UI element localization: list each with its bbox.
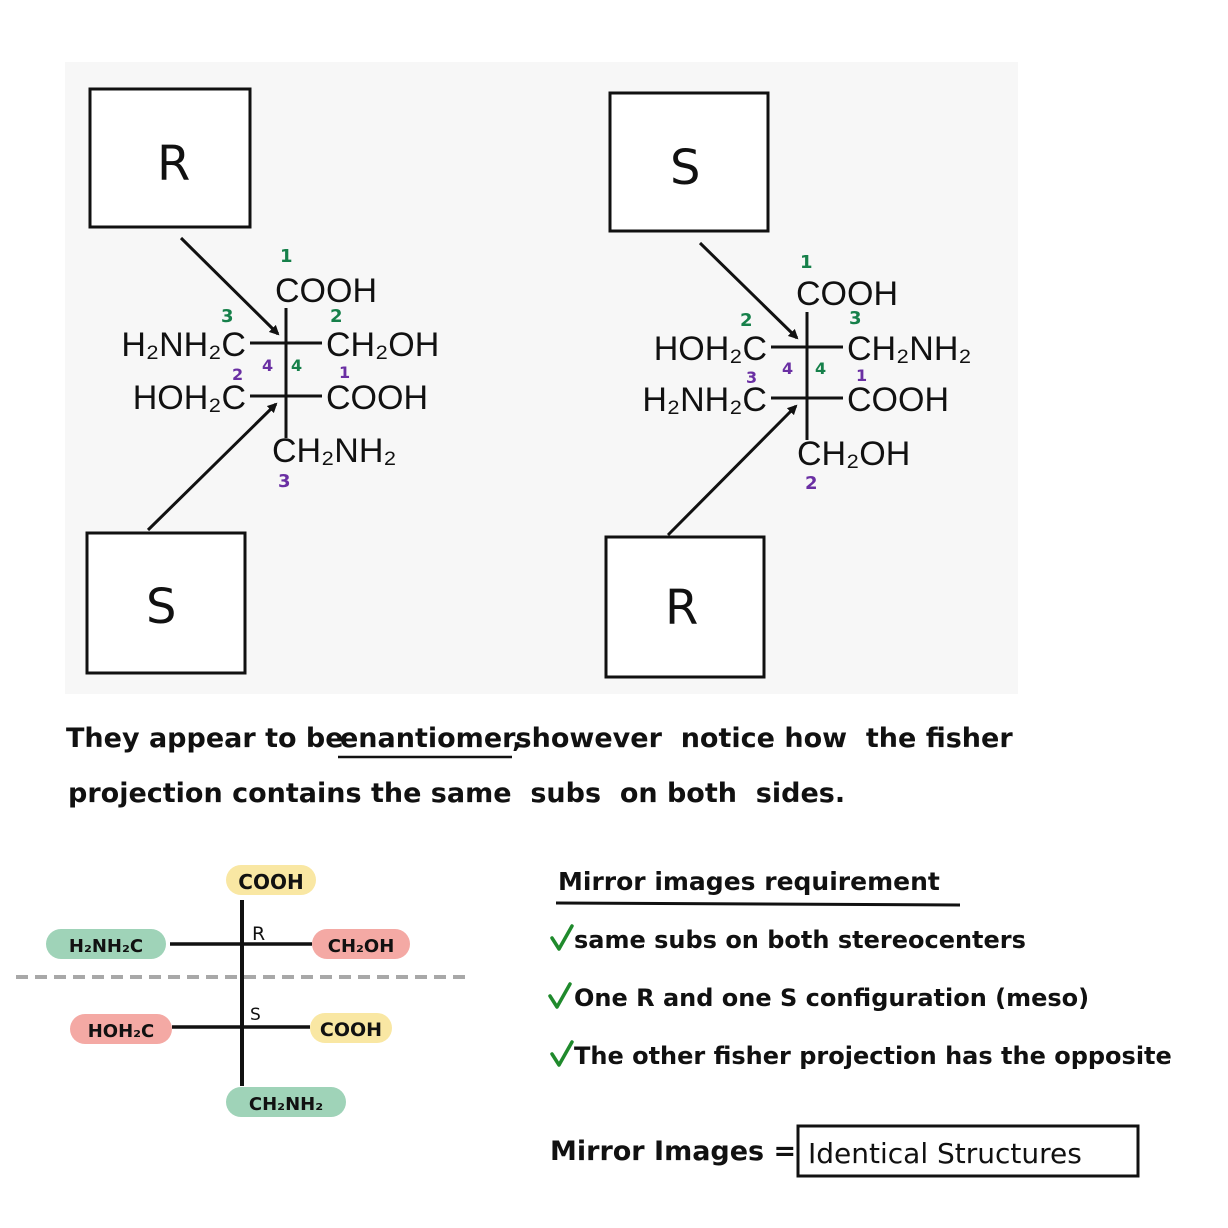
left-fischer-projection: R S COOH H₂NH₂C CH₂OH HOH₂C COOH CH₂NH₂ … xyxy=(85,87,439,675)
right-upper-left-group: HOH₂C xyxy=(654,330,767,368)
left-priority-upper-left: 3 xyxy=(221,306,234,327)
explanation-emphasis: enantiomers xyxy=(340,723,532,754)
right-priority-center-upper-left: 4 xyxy=(782,359,793,378)
left-priority-center-upper-left: 4 xyxy=(262,356,273,375)
right-top-group: COOH xyxy=(796,275,898,313)
right-priority-center-upper-right: 4 xyxy=(815,359,826,378)
requirement-text-3: The other fisher projection has the oppo… xyxy=(574,1042,1172,1070)
explanation-line1-end: , however notice how the fisher xyxy=(512,723,1013,754)
left-bottom-config-label: S xyxy=(146,579,176,635)
top-figure: R S COOH H₂NH₂C CH₂OH HOH₂C COOH CH₂NH₂ … xyxy=(65,62,1018,694)
left-priority-upper-right: 2 xyxy=(330,306,343,327)
meso-lower-left-group: HOH₂C xyxy=(88,1021,155,1042)
check-mark-icon xyxy=(550,1040,574,1067)
meso-top-group: COOH xyxy=(238,870,303,894)
right-lower-left-group: H₂NH₂C xyxy=(642,381,767,419)
requirement-text-1: same subs on both stereocenters xyxy=(574,926,1026,954)
upper-right-highlight xyxy=(312,929,410,959)
left-bottom-config-box xyxy=(85,531,247,675)
meso-upper-left-group: H₂NH₂C xyxy=(69,936,143,957)
left-priority-lower-right: 1 xyxy=(339,363,350,382)
right-priority-bottom: 2 xyxy=(805,473,818,494)
requirements-title-underline xyxy=(555,901,961,907)
left-lower-left-group: HOH₂C xyxy=(133,379,246,417)
top-group-highlight xyxy=(226,865,316,895)
right-bottom-config-label: R xyxy=(665,580,698,636)
meso-upper-right-group: CH₂OH xyxy=(328,936,395,957)
right-bottom-config-box xyxy=(604,535,766,679)
right-top-arrow xyxy=(698,241,799,340)
meso-lower-config: S xyxy=(250,1005,261,1025)
left-top-arrow xyxy=(179,236,280,336)
right-upper-right-group: CH₂NH₂ xyxy=(847,330,972,368)
left-top-group: COOH xyxy=(275,272,377,310)
right-bottom-arrow xyxy=(666,404,798,537)
bottom-group-highlight xyxy=(226,1087,346,1117)
requirement-text-2: One R and one S configuration (meso) xyxy=(574,984,1089,1012)
right-priority-top: 1 xyxy=(800,252,813,273)
requirement-item: One R and one S configuration (meso) xyxy=(548,982,1089,1012)
right-top-config-box xyxy=(608,91,770,233)
conclusion-box xyxy=(796,1124,1140,1178)
conclusion-left: Mirror Images = xyxy=(550,1136,796,1167)
explanation-line1-start: They appear to be xyxy=(66,723,344,754)
left-priority-bottom: 3 xyxy=(278,471,291,492)
left-upper-left-group: H₂NH₂C xyxy=(121,326,246,364)
right-priority-lower-left: 3 xyxy=(746,368,757,387)
left-top-config-label: R xyxy=(157,136,190,192)
left-bottom-arrow xyxy=(146,402,278,532)
meso-upper-config: R xyxy=(252,923,265,945)
left-top-config-box xyxy=(88,87,252,229)
left-priority-lower-left: 2 xyxy=(232,365,243,384)
right-priority-upper-left: 2 xyxy=(740,310,753,331)
right-top-config-label: S xyxy=(670,140,700,196)
requirement-item: same subs on both stereocenters xyxy=(550,924,1026,954)
explanation-line2: projection contains the same subs on bot… xyxy=(68,778,845,809)
left-priority-center-upper-right: 4 xyxy=(291,356,302,375)
meso-bottom-group: CH₂NH₂ xyxy=(249,1094,323,1115)
lower-left-highlight xyxy=(70,1014,172,1044)
meso-fischer-diagram: COOH H₂NH₂C CH₂OH R HOH₂C COOH S CH₂NH₂ xyxy=(16,865,472,1117)
right-bottom-group: CH₂OH xyxy=(797,435,910,473)
conclusion-boxed-text: Identical Structures xyxy=(808,1137,1082,1170)
right-priority-lower-right: 1 xyxy=(856,366,867,385)
check-mark-icon xyxy=(550,924,574,951)
right-lower-right-group: COOH xyxy=(847,381,949,419)
left-priority-top: 1 xyxy=(280,246,293,267)
check-mark-icon xyxy=(548,982,572,1009)
explanation-text: They appear to be enantiomers , however … xyxy=(66,723,1013,809)
lower-right-highlight xyxy=(310,1013,392,1043)
requirements-title: Mirror images requirement xyxy=(558,867,940,896)
upper-left-highlight xyxy=(46,929,166,959)
meso-lower-right-group: COOH xyxy=(320,1019,382,1041)
right-fischer-projection: S R COOH HOH₂C CH₂NH₂ H₂NH₂C COOH CH₂OH … xyxy=(604,91,972,679)
mirror-requirements: Mirror images requirement same subs on b… xyxy=(548,867,1172,1178)
requirement-item: The other fisher projection has the oppo… xyxy=(550,1040,1172,1070)
right-priority-upper-right: 3 xyxy=(849,308,862,329)
left-upper-right-group: CH₂OH xyxy=(326,326,439,364)
left-bottom-group: CH₂NH₂ xyxy=(272,432,397,470)
left-lower-right-group: COOH xyxy=(326,379,428,417)
